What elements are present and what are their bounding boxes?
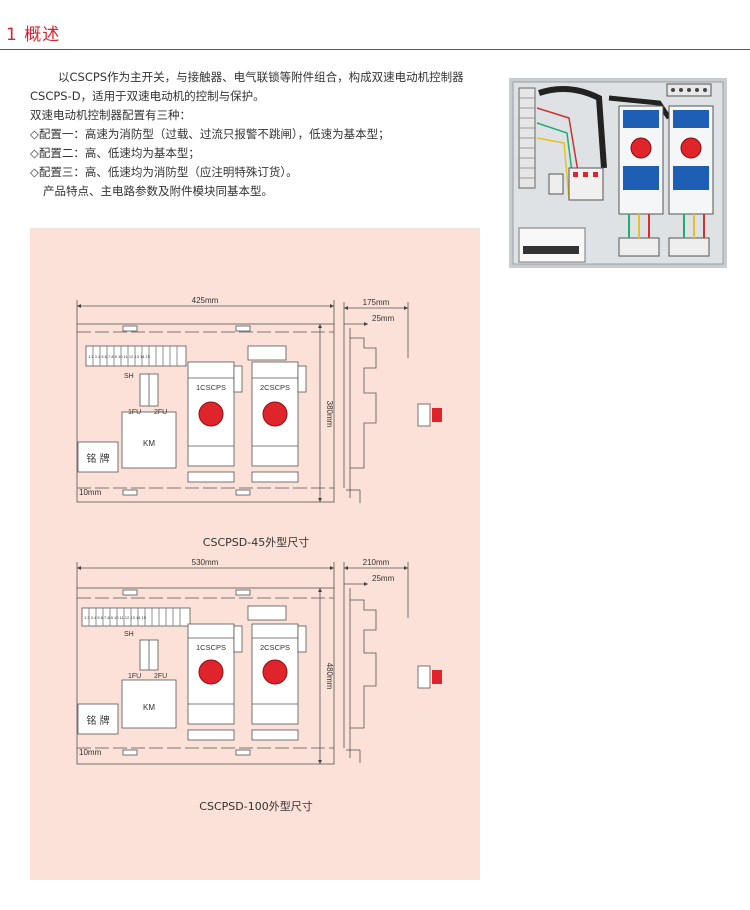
unit1-label: 1CSCPS [196,643,226,652]
intro-line: 以CSCPS作为主开关，与接触器、电气联锁等附件组合，构成双速电动机控制器 [58,70,464,84]
side-width-dimension: 210mm [363,558,390,567]
knob-side-icon [432,670,442,684]
unit2-label: 2CSCPS [260,643,290,652]
rail-dimension: 10mm [79,488,102,497]
km-label: KM [143,703,155,712]
section-number: 1 [6,25,18,45]
height-dimension: 480mm [325,663,334,690]
drawing-caption: CSCPSD-100外型尺寸 [199,799,312,813]
unit1-label: 1CSCPS [196,383,226,392]
heading-divider [0,49,750,50]
rail-dimension: 10mm [79,748,102,757]
fu1-label: 1FU [128,409,141,416]
config-item: ◇配置一：高速为消防型（过载、过流只报警不跳闸），低速为基本型； [30,127,390,141]
fu1-label: 1FU [128,673,141,680]
fu2-label: 2FU [154,409,167,416]
intro-paragraph: 以CSCPS作为主开关，与接触器、电气联锁等附件组合，构成双速电动机控制器 CS… [30,68,500,201]
dimension-drawing-panel: 425mm 175mm 25mm 380mm 10mm 1 2 3 4 5 6 … [30,228,480,880]
knob-icon [262,659,288,685]
drawing-cscpsd-45 [76,300,431,503]
knob-icon [262,401,288,427]
km-label: KM [143,439,155,448]
terminal-numbers: 1 2 3 4 5 6 7 8 9 10 11 12 13 14 15 [84,615,147,620]
sh-label: SH [124,631,134,638]
sh-label: SH [124,373,134,380]
intro-line: CSCPS-D，适用于双速电动机的控制与保护。 [30,89,265,103]
section-title: 概述 [24,25,61,45]
config-item: ◇配置三：高、低速均为消防型（应注明特殊订货）。 [30,165,298,179]
dimension-drawings: 425mm 175mm 25mm 380mm 10mm 1 2 3 4 5 6 … [76,296,442,813]
side-offset-dimension: 25mm [372,574,395,583]
nameplate-label: 铭 牌 [86,714,109,727]
intro-line: 产品特点、主电路参数及附件模块同基本型。 [43,184,273,198]
side-width-dimension: 175mm [363,298,390,307]
drawing-cscpsd-100 [76,562,431,765]
nameplate-label: 铭 牌 [86,452,109,465]
unit2-label: 2CSCPS [260,383,290,392]
width-dimension: 425mm [192,296,219,305]
section-heading: 1 概述 [6,20,60,45]
knob-icon [198,659,224,685]
fu2-label: 2FU [154,673,167,680]
knob-icon [198,401,224,427]
intro-line: 双速电动机控制器配置有三种： [30,108,191,122]
product-photo [509,78,727,268]
terminal-numbers: 1 2 3 4 5 6 7 8 9 10 11 12 13 14 15 [88,354,151,359]
drawing-caption: CSCPSD-45外型尺寸 [203,535,309,549]
width-dimension: 530mm [192,558,219,567]
config-item: ◇配置二：高、低速均为基本型； [30,146,200,160]
knob-side-icon [432,408,442,422]
height-dimension: 380mm [325,401,334,428]
side-offset-dimension: 25mm [372,314,395,323]
